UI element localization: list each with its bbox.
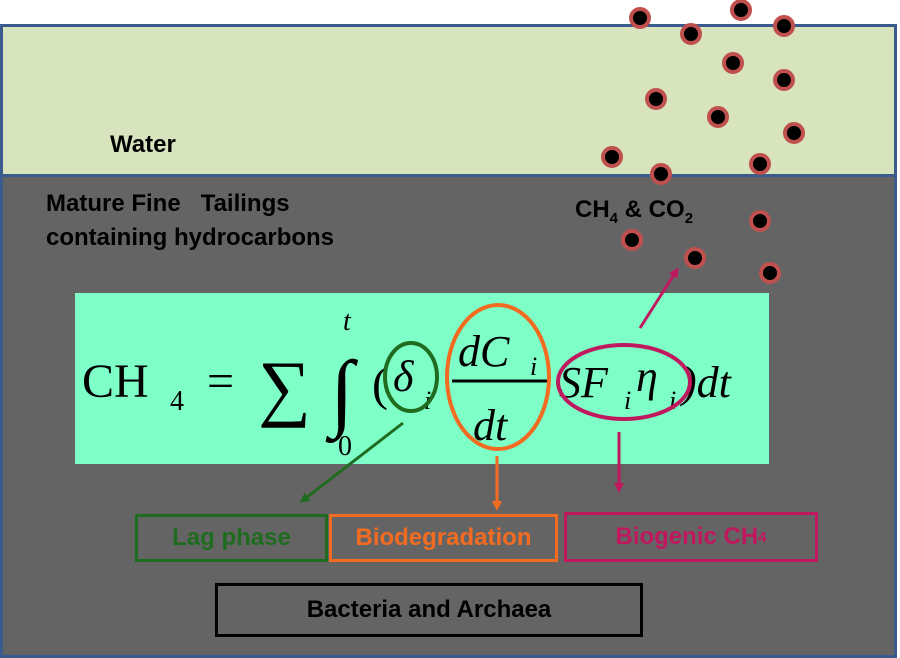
- rate-highlight: [445, 303, 551, 451]
- bacteria-archaea-box: Bacteria and Archaea: [215, 583, 643, 637]
- gas-bubble-icon: [773, 69, 795, 91]
- equation-box: [75, 293, 769, 464]
- water-label: Water: [110, 131, 176, 158]
- gas-bubbles: [601, 0, 805, 284]
- gas-bubble-icon: [680, 23, 702, 45]
- lag-phase-box: Lag phase: [135, 514, 328, 562]
- biodegradation-box: Biodegradation: [329, 514, 558, 562]
- gas-bubble-icon: [707, 106, 729, 128]
- gas-bubble-icon: [749, 210, 771, 232]
- close-dt: )dt: [679, 358, 733, 407]
- gas-bubble-icon: [621, 229, 643, 251]
- integral-symbol: ∫: [325, 343, 359, 444]
- gas-bubble-icon: [645, 88, 667, 110]
- sf-sub: i: [624, 386, 631, 415]
- gas-label-co-sub: 2: [684, 209, 694, 227]
- eta-sub: i: [669, 386, 676, 415]
- biogenic-highlight: [556, 343, 692, 421]
- gas-bubble-icon: [773, 15, 795, 37]
- gas-label-co: & CO: [618, 196, 685, 223]
- tailings-label: Mature Fine Tailings containing hydrocar…: [46, 190, 335, 251]
- gas-bubble-icon: [629, 7, 651, 29]
- water-layer: [0, 24, 897, 177]
- gas-bubble-icon: [601, 146, 623, 168]
- gas-release-arrow-icon: [638, 267, 679, 329]
- gas-bubble-icon: [730, 0, 752, 21]
- upper-limit: t: [343, 306, 352, 337]
- lag-arrow-icon: [299, 421, 404, 503]
- fraction-numerator-sub: i: [530, 352, 537, 381]
- sum-symbol: ∑: [258, 347, 311, 429]
- gas-bubble-icon: [749, 153, 771, 175]
- gas-bubble-icon: [650, 163, 672, 185]
- gas-bubble-icon: [783, 122, 805, 144]
- gas-label: CH4 & CO2: [575, 196, 693, 227]
- delta-highlight: [383, 341, 439, 413]
- biogenic-ch4-sub: 4: [758, 528, 767, 546]
- lower-limit: 0: [338, 431, 352, 462]
- equation-lhs-sub: 4: [170, 386, 184, 417]
- gas-bubble-icon: [722, 52, 744, 74]
- eta-symbol: η: [636, 352, 658, 401]
- biogenic-ch4-label: Biogenic CH: [615, 523, 759, 550]
- delta-symbol: δ: [393, 352, 415, 401]
- fraction-numerator: dC: [458, 327, 510, 376]
- gas-bubble-icon: [759, 262, 781, 284]
- gas-bubble-icon: [684, 247, 706, 269]
- gas-label-ch: CH: [575, 196, 610, 223]
- equation-equals: =: [207, 355, 234, 408]
- equation-lhs: CH: [82, 355, 149, 408]
- gas-label-ch-sub: 4: [609, 209, 619, 227]
